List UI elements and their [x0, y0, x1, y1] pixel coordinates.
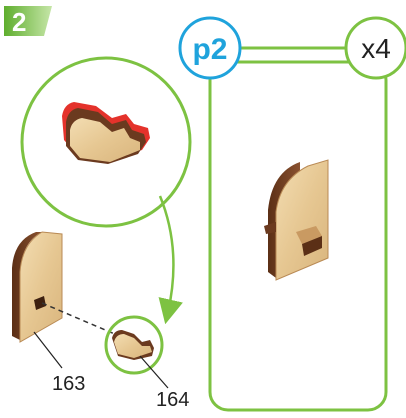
part-164-image — [112, 330, 154, 360]
zoom-callout — [20, 56, 192, 228]
part-163-label: 163 — [52, 373, 85, 395]
quantity-badge-label: x4 — [361, 33, 391, 64]
page-badge-circle — [178, 16, 242, 80]
step-number: 2 — [12, 7, 26, 37]
part-164-label: 164 — [156, 389, 189, 411]
quantity-badge: x4 — [344, 16, 406, 80]
leader-line-163 — [33, 331, 63, 369]
step-badge-shape — [4, 6, 52, 36]
assembled-part-image — [264, 159, 329, 281]
part-164-callout-circle — [104, 315, 164, 375]
page-badge: p2 — [178, 16, 242, 80]
quantity-badge-circle — [344, 16, 406, 80]
frame-border — [208, 60, 388, 412]
zoomed-part-image — [62, 102, 150, 164]
assembly-arrow — [158, 195, 183, 325]
step-badge: 2 — [4, 6, 52, 37]
leader-line-164 — [139, 355, 169, 389]
page-badge-label: p2 — [192, 33, 227, 66]
result-frame: p2 x4 — [178, 16, 406, 412]
part-163-image — [12, 231, 63, 343]
